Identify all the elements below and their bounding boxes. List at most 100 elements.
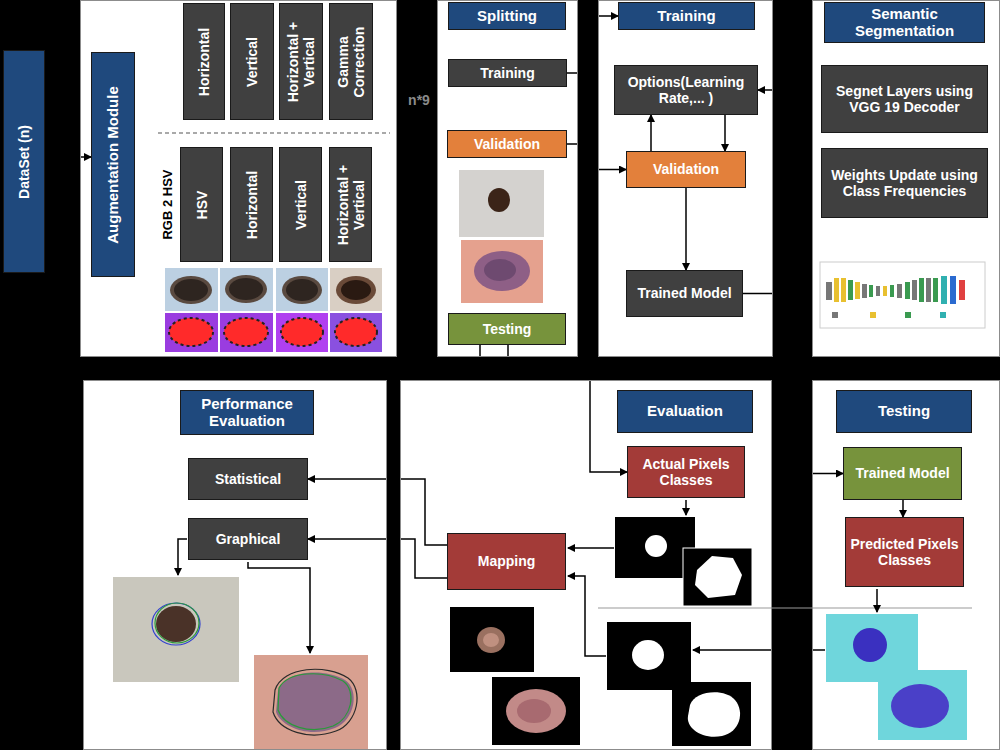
process-box: Weights Update using Class Frequencies xyxy=(821,148,988,218)
panel-ground xyxy=(437,0,578,357)
layer-block xyxy=(826,282,832,300)
box-text: Options(Learning Rate,... ) xyxy=(619,74,753,106)
hsv-image xyxy=(165,313,218,352)
flow-arrow xyxy=(693,649,825,651)
process-box: Statistical xyxy=(188,458,308,500)
stage-header: Testing xyxy=(836,390,972,433)
mask-image xyxy=(683,548,752,606)
dataset-box: DataSet (n) xyxy=(3,50,45,273)
stage-panel: Semantic SegmentationSegnet Layers using… xyxy=(812,0,1000,357)
process-box: Options(Learning Rate,... ) xyxy=(614,65,758,115)
flow-arrow xyxy=(568,547,614,549)
panel-ground xyxy=(812,0,1000,357)
box-text: Augmentation Module xyxy=(105,56,122,273)
lesion xyxy=(286,279,318,301)
box-text: Horizontal + Vertical xyxy=(285,7,317,116)
flow-arrow xyxy=(568,576,606,656)
stage-header: Semantic Segmentation xyxy=(824,2,985,43)
box-text: HSV xyxy=(193,151,209,258)
connector xyxy=(567,16,618,73)
stage-panel: Augmentation ModuleHorizontalVerticalHor… xyxy=(80,0,397,357)
box-text: Training xyxy=(480,65,534,81)
lesion xyxy=(174,279,208,301)
box-text: Gamma Correction xyxy=(335,7,367,116)
lesion xyxy=(484,259,516,281)
divider-line xyxy=(598,607,972,608)
layer-key xyxy=(870,312,876,318)
process-box: Graphical xyxy=(188,518,308,560)
lesion xyxy=(170,276,212,304)
layer-block xyxy=(912,280,917,300)
dashed-divider xyxy=(158,132,390,133)
connector xyxy=(308,539,447,578)
layer-block xyxy=(890,285,894,297)
connector xyxy=(902,500,904,517)
process-box: Trained Model xyxy=(626,270,743,317)
network-figure xyxy=(820,262,985,328)
stage-header: Evaluation xyxy=(617,390,753,433)
lesion-image xyxy=(461,240,543,303)
connector xyxy=(650,115,652,151)
augmentation-box: Horizontal + Vertical xyxy=(279,3,323,120)
result-image xyxy=(113,577,239,682)
layer-block xyxy=(848,280,853,300)
actual-contour xyxy=(278,674,351,730)
lesion-image xyxy=(459,170,544,237)
process-box: Validation xyxy=(447,130,567,158)
lesion xyxy=(483,633,499,647)
layer-block xyxy=(941,276,947,304)
flow-arrow xyxy=(685,500,687,515)
row-label: RGB 2 HSV xyxy=(160,149,175,261)
actual-contour xyxy=(155,603,199,643)
lesion xyxy=(474,251,530,291)
stage-panel: Performance EvaluationStatisticalGraphic… xyxy=(83,380,387,750)
layer-block xyxy=(841,278,846,302)
predicted-contour xyxy=(273,669,357,735)
stage-header: Splitting xyxy=(448,2,566,30)
hsv-image xyxy=(330,313,382,352)
lesion-image xyxy=(165,268,218,311)
box-text: Vertical xyxy=(244,7,260,116)
box-text: Trained Model xyxy=(855,465,949,481)
stage-panel: TrainingOptions(Learning Rate,... ) Valid… xyxy=(598,0,773,357)
hsv-image xyxy=(276,313,328,352)
augmentation-box: Horizontal + Vertical xyxy=(329,147,372,262)
lesion xyxy=(891,684,949,728)
layer-key xyxy=(940,312,946,318)
lesion xyxy=(488,188,510,212)
box-text: Trained Model xyxy=(637,285,731,301)
augmentation-box: Horizontal xyxy=(230,147,273,262)
box-text: Mapping xyxy=(478,553,536,569)
flow-arrow xyxy=(178,539,187,575)
layer-block xyxy=(883,286,887,296)
lesion xyxy=(229,278,263,300)
lesion xyxy=(341,280,371,300)
mapped-image xyxy=(492,677,580,745)
mask xyxy=(695,556,742,598)
box-text: Horizontal xyxy=(243,151,259,258)
layer-block xyxy=(905,282,910,299)
lesion-image xyxy=(220,268,273,311)
lesion xyxy=(276,673,354,732)
connector xyxy=(567,144,626,170)
stage-panel: SplittingTrainingValidationTesting xyxy=(437,0,578,357)
mapped-image xyxy=(450,607,534,672)
box-text: Testing xyxy=(483,321,532,337)
lesion xyxy=(156,606,196,642)
mask-image xyxy=(672,682,751,746)
augmentation-box: Gamma Correction xyxy=(329,3,373,120)
box-text: DataSet (n) xyxy=(16,54,32,269)
lesion xyxy=(477,627,505,653)
layer-block xyxy=(926,278,931,302)
lesion-image xyxy=(330,268,382,311)
box-text: Performance Evaluation xyxy=(185,396,309,429)
flow-arrow xyxy=(876,589,878,612)
layer-key xyxy=(905,312,911,318)
stage-header: Training xyxy=(618,2,755,30)
lesion-image xyxy=(276,268,328,311)
process-box: Validation xyxy=(626,151,746,188)
network-figure xyxy=(820,262,985,328)
multiplier-label: n*9 xyxy=(402,92,436,108)
box-text: Validation xyxy=(653,161,719,177)
